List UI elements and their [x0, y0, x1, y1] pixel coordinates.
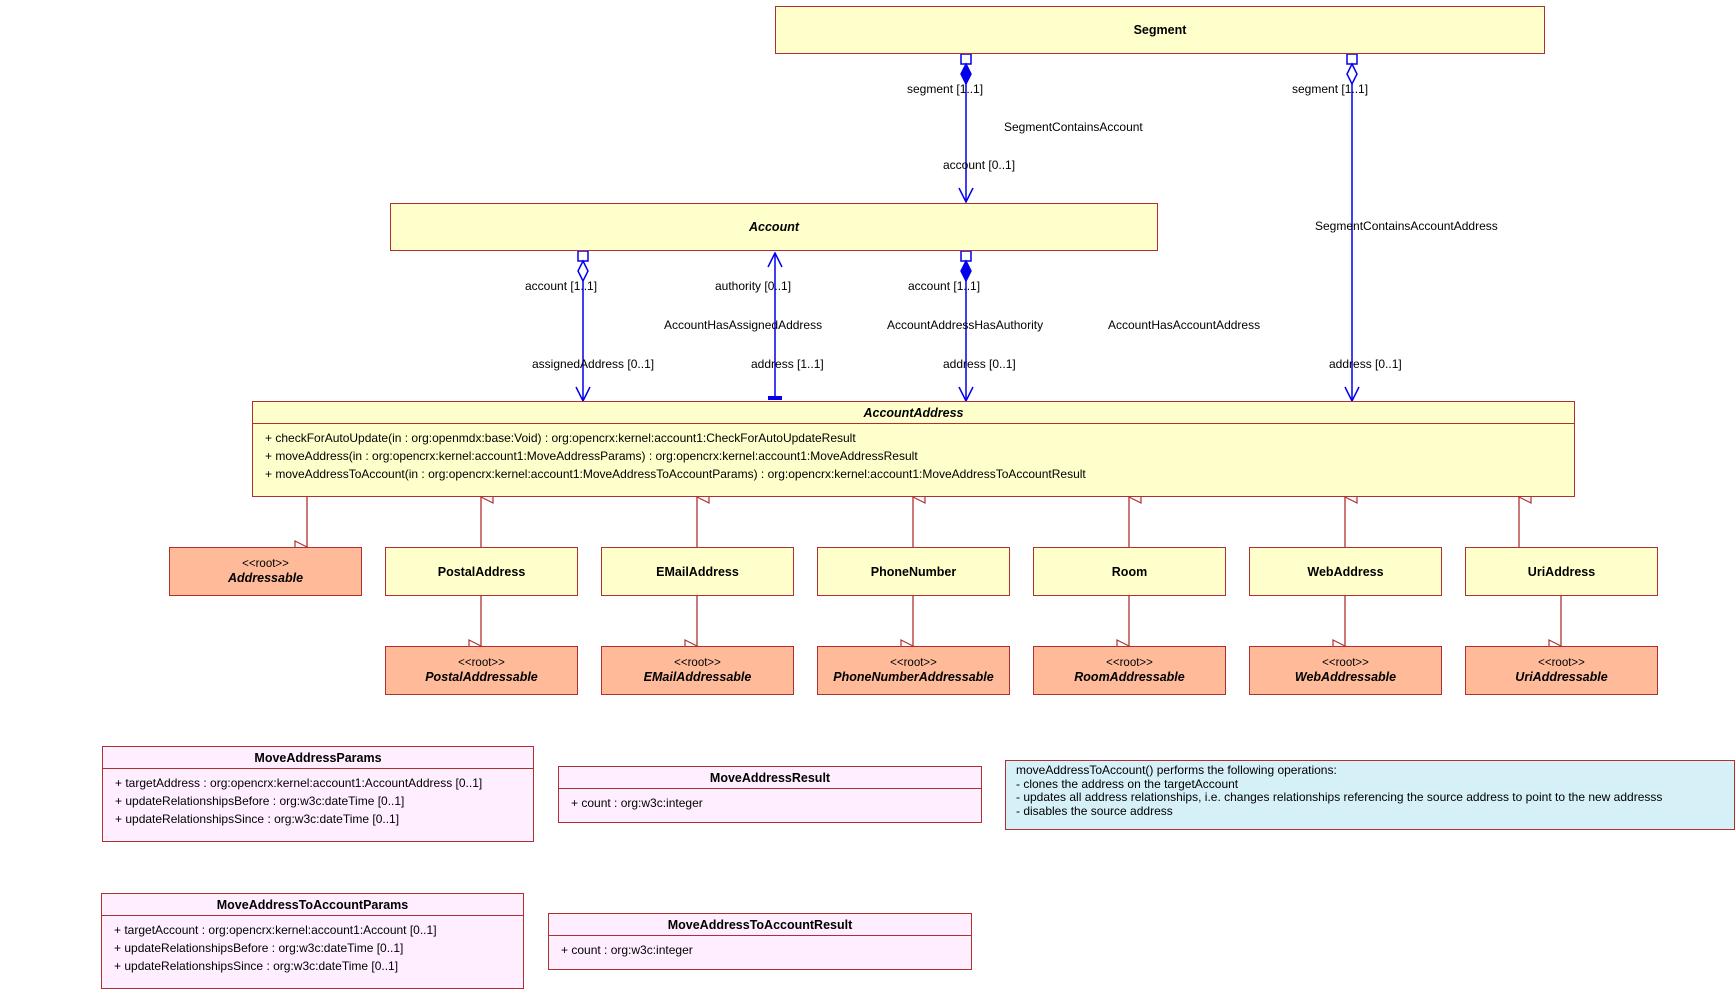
root-web-addressable[interactable]: <<root>> WebAddressable	[1249, 646, 1442, 695]
note-move-address-to-account[interactable]: moveAddressToAccount() performs the foll…	[1005, 760, 1735, 830]
note-line: - updates all address relationships, i.e…	[1016, 790, 1663, 804]
operation: + moveAddressToAccount(in : org:opencrx:…	[265, 467, 1086, 481]
stereotype: <<root>>	[1106, 657, 1153, 669]
root-room-addressable[interactable]: <<root>> RoomAddressable	[1033, 646, 1226, 695]
note-text: moveAddressToAccount() performs the foll…	[1006, 761, 1734, 818]
attributes-list: + targetAccount : org:opencrx:kernel:acc…	[102, 916, 523, 975]
attribute: + updateRelationshipsBefore : org:w3c:da…	[114, 941, 404, 955]
class-name: PhoneNumberAddressable	[833, 670, 994, 684]
class-postal-address[interactable]: PostalAddress	[385, 547, 578, 596]
association-name: SegmentContainsAccount	[1004, 120, 1143, 134]
datatype-move-address-params[interactable]: MoveAddressParams + targetAddress : org:…	[102, 746, 534, 842]
role-label: account [0..1]	[943, 158, 1016, 172]
class-name: Addressable	[227, 571, 304, 585]
assoc-segment-contains-account-address	[1344, 53, 1360, 403]
class-account[interactable]: Account	[390, 203, 1158, 251]
attribute: + updateRelationshipsSince : org:w3c:dat…	[114, 959, 399, 973]
datatype-move-address-result[interactable]: MoveAddressResult + count : org:w3c:inte…	[558, 766, 982, 823]
operation: + checkForAutoUpdate(in : org:openmdx:ba…	[265, 431, 856, 445]
class-name: UriAddressable	[1515, 670, 1608, 684]
stereotype: <<root>>	[674, 657, 721, 669]
attributes-list: + count : org:w3c:integer	[559, 789, 981, 812]
class-name: WebAddressable	[1294, 670, 1397, 684]
role-label: account [1..1]	[908, 279, 981, 293]
stereotype: <<root>>	[1538, 657, 1585, 669]
attributes-list: + count : org:w3c:integer	[549, 936, 971, 959]
assoc-segment-contains-account	[958, 53, 974, 204]
association-name: SegmentContainsAccountAddress	[1315, 219, 1498, 233]
datatype-name: MoveAddressToAccountResult	[549, 914, 971, 936]
class-name: Room	[1111, 564, 1148, 579]
datatype-name: MoveAddressParams	[103, 747, 533, 769]
root-email-addressable[interactable]: <<root>> EMailAddressable	[601, 646, 794, 695]
role-label: segment [1..1]	[907, 82, 984, 96]
note-line: - clones the address on the targetAccoun…	[1016, 776, 1239, 791]
class-name: Segment	[1133, 23, 1187, 37]
assoc-account-has-assigned-address	[575, 250, 591, 403]
assoc-account-address-has-authority	[767, 251, 783, 400]
note-line: - disables the source address	[1016, 803, 1173, 818]
stereotype: <<root>>	[890, 657, 937, 669]
class-account-address[interactable]: AccountAddress + checkForAutoUpdate(in :…	[252, 401, 1575, 497]
attributes-list: + targetAddress : org:opencrx:kernel:acc…	[103, 769, 533, 828]
role-label: segment [1..1]	[1292, 82, 1369, 96]
class-name: PhoneNumber	[870, 564, 957, 579]
association-name: AccountHasAssignedAddress	[664, 318, 823, 332]
role-label: authority [0..1]	[715, 279, 792, 293]
assoc-account-has-account-address	[958, 250, 974, 403]
root-addressable[interactable]: <<root>> Addressable	[169, 547, 362, 596]
class-name: RoomAddressable	[1074, 670, 1185, 684]
class-email-address[interactable]: EMailAddress	[601, 547, 794, 596]
stereotype: <<root>>	[1322, 657, 1369, 669]
class-name: EMailAddress	[656, 564, 739, 579]
role-label: assignedAddress [0..1]	[532, 357, 655, 371]
role-label: account [1..1]	[525, 279, 598, 293]
class-room[interactable]: Room	[1033, 547, 1226, 596]
datatype-name: MoveAddressResult	[559, 767, 981, 789]
class-name: PostalAddress	[437, 564, 526, 579]
attribute: + targetAddress : org:opencrx:kernel:acc…	[115, 776, 483, 790]
association-name: AccountAddressHasAuthority	[887, 318, 1044, 332]
class-name: AccountAddress	[253, 402, 1574, 424]
root-phone-number-addressable[interactable]: <<root>> PhoneNumberAddressable	[817, 646, 1010, 695]
association-name: AccountHasAccountAddress	[1108, 318, 1261, 332]
operation: + moveAddress(in : org:opencrx:kernel:ac…	[265, 449, 918, 463]
class-name: EMailAddressable	[643, 670, 752, 684]
operations-list: + checkForAutoUpdate(in : org:openmdx:ba…	[253, 424, 1574, 483]
datatype-name: MoveAddressToAccountParams	[102, 894, 523, 916]
class-name: Account	[749, 220, 799, 234]
class-segment[interactable]: Segment	[775, 6, 1545, 54]
role-label: address [0..1]	[1329, 357, 1402, 371]
class-name: WebAddress	[1307, 564, 1384, 579]
datatype-move-address-to-account-params[interactable]: MoveAddressToAccountParams + targetAccou…	[101, 893, 524, 989]
role-label: address [1..1]	[751, 357, 824, 371]
stereotype: <<root>>	[458, 657, 505, 669]
class-name: UriAddress	[1527, 564, 1596, 579]
note-line: moveAddressToAccount() performs the foll…	[1016, 763, 1337, 777]
class-phone-number[interactable]: PhoneNumber	[817, 547, 1010, 596]
stereotype: <<root>>	[242, 558, 289, 570]
class-web-address[interactable]: WebAddress	[1249, 547, 1442, 596]
attribute: + count : org:w3c:integer	[571, 796, 703, 810]
class-name: PostalAddressable	[425, 670, 538, 684]
attribute: + updateRelationshipsBefore : org:w3c:da…	[115, 794, 405, 808]
attribute: + count : org:w3c:integer	[561, 943, 693, 957]
attribute: + targetAccount : org:opencrx:kernel:acc…	[114, 923, 437, 937]
role-label: address [0..1]	[943, 357, 1016, 371]
root-uri-addressable[interactable]: <<root>> UriAddressable	[1465, 646, 1658, 695]
class-uri-address[interactable]: UriAddress	[1465, 547, 1658, 596]
attribute: + updateRelationshipsSince : org:w3c:dat…	[115, 812, 400, 826]
root-postal-addressable[interactable]: <<root>> PostalAddressable	[385, 646, 578, 695]
datatype-move-address-to-account-result[interactable]: MoveAddressToAccountResult + count : org…	[548, 913, 972, 970]
